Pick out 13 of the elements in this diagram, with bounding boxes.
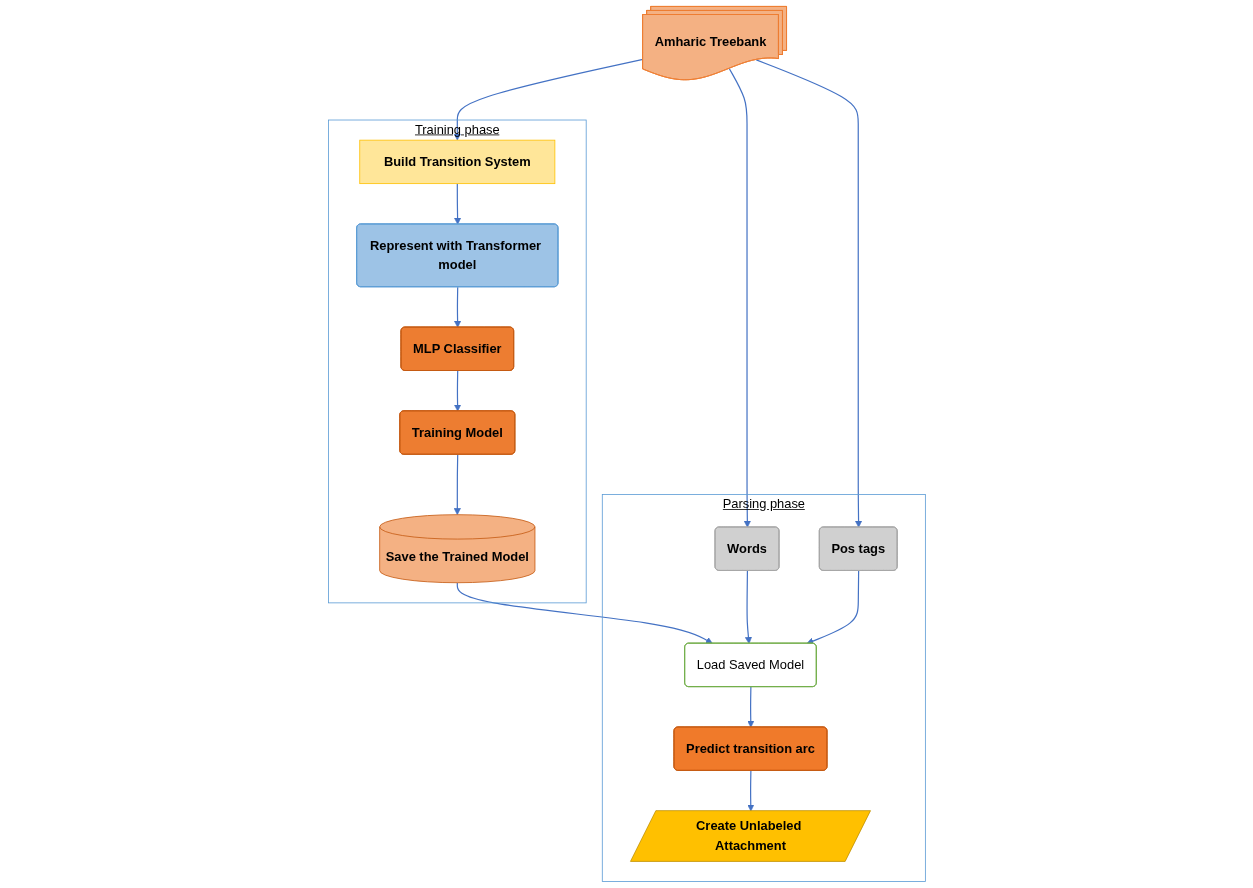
arrow [453, 58, 644, 141]
node-box: Build Transition System [358, 139, 555, 185]
arrow [456, 582, 713, 644]
arrow [453, 286, 461, 328]
arrow [744, 570, 752, 644]
arrow [453, 370, 461, 412]
arrow [746, 770, 754, 812]
arrow [453, 183, 461, 225]
arrow [755, 59, 862, 528]
arrow [728, 68, 751, 528]
arrow [806, 570, 859, 645]
arrow [453, 454, 461, 515]
arrow [746, 686, 754, 728]
